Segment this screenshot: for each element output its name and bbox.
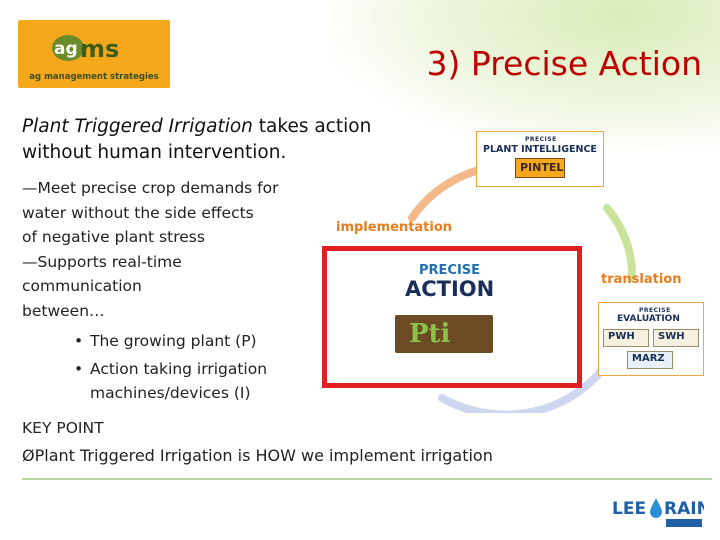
sub-bullet-dot: • [74,360,84,378]
plant-intel-title: PLANT INTELLIGENCE [483,144,597,155]
precise-evaluation-card: PRECISE EVALUATION PWH SWH MARZ [598,302,704,376]
intro-text: Plant Triggered Irrigation takes action … [22,114,422,166]
bullet-line: of negative plant stress [22,228,205,246]
agms-mark: ag ms [52,35,119,63]
lee-rain-logo: LEE RAIN [612,498,704,527]
bullet-line: communication [22,277,142,295]
eval-tile-text: PWH [608,331,635,342]
pintel-logo: PINTEL [515,158,565,178]
bullet-line: between… [22,301,105,320]
pti-logo: Pti [395,315,493,353]
footer-divider [22,478,712,480]
svg-text:ag: ag [54,39,78,59]
sub-bullet-dot: • [74,332,84,350]
implementation-label: implementation [336,220,453,235]
key-point-line: ØPlant Triggered Irrigation is HOW we im… [22,446,493,465]
svg-text:ms: ms [80,35,119,63]
agms-tagline: ag management strategies [29,72,159,82]
background-glow [330,0,720,150]
eval-tile-text: SWH [658,331,685,342]
intro-rest: takes action [252,116,372,137]
bullet-list: —Meet precise crop demands for water wit… [22,176,322,323]
arrow-bullet: Ø [22,446,35,465]
bullet-line: —Supports real-time [22,252,182,271]
eval-tile-text: MARZ [632,353,665,364]
intro-italic: Plant Triggered Irrigation [22,116,253,137]
intro-line-2: without human intervention. [22,142,287,163]
evaluation-small: PRECISE [639,307,671,314]
eval-tile: PWH [603,329,649,347]
translation-label: translation [601,272,682,287]
evaluation-title: EVALUATION [617,314,680,324]
sub-bullet-text: The growing plant (P) [90,332,257,350]
plant-intel-small: PRECISE [525,136,557,143]
sub-bullet: • Action taking irrigation machines/devi… [74,357,310,405]
key-point-text: Plant Triggered Irrigation is HOW we imp… [34,446,493,465]
bullet-line: —Meet precise crop demands for [22,179,279,197]
precise-action-box: PRECISE ACTION Pti [322,246,582,388]
pintel-logo-text: PINTEL [520,161,564,174]
precise-action-small: PRECISE [419,263,481,278]
sub-bullet-text: machines/devices (I) [90,384,251,402]
sub-bullet-text: Action taking irrigation [90,360,268,378]
key-point-heading: KEY POINT [22,419,104,437]
eval-tile: SWH [653,329,699,347]
precise-action-title: ACTION [405,277,495,301]
svg-text:RAIN: RAIN [664,499,704,519]
eval-tile: MARZ [627,351,673,369]
plant-intelligence-card: PRECISE PLANT INTELLIGENCE PINTEL [476,131,604,187]
slide-title: 3) Precise Action [426,44,702,83]
bullet-line: water without the side effects [22,203,254,222]
pti-logo-text: Pti [409,319,451,349]
agms-logo: ag ms ag management strategies [18,20,170,88]
sub-bullet: • The growing plant (P) [74,329,310,353]
svg-text:LEE: LEE [612,499,646,519]
